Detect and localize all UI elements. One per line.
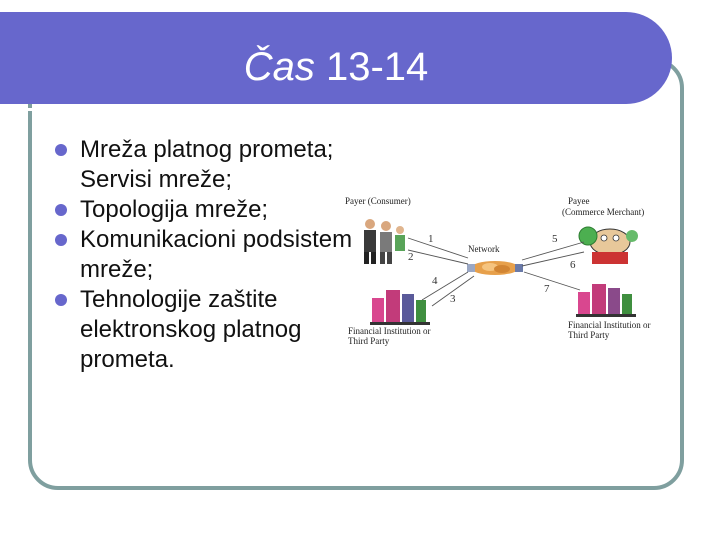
payee-label-line2: (Commerce Merchant): [562, 207, 644, 217]
step-number: 6: [570, 259, 576, 271]
bullet-dot: [55, 234, 67, 246]
consumer-people-icon: [364, 219, 405, 264]
merchant-person-icon: [578, 226, 638, 264]
title-prefix: Čas: [243, 45, 315, 89]
slide-frame: [28, 58, 684, 490]
step-number: 5: [552, 233, 558, 245]
step-number: 4: [432, 275, 438, 287]
bullet-dot: [55, 204, 67, 216]
bullet-text: Tehnologije zaštite elektronskog platnog…: [80, 286, 302, 373]
bullet-dot: [55, 294, 67, 306]
title-bar: Čas 13-14: [0, 12, 672, 111]
fi-left-line1: Financial Institution or: [348, 326, 431, 336]
network-label: Network: [468, 244, 500, 254]
flow-arrows: [407, 237, 585, 307]
step-number: 7: [544, 283, 550, 295]
title-underline: [0, 108, 638, 111]
bullet-item: Topologija mreže;: [55, 195, 380, 225]
payment-network-diagram: Payer (Consumer) Payee (Commerce Merchan…: [345, 196, 651, 346]
bullet-text: Mreža platnog prometa; Servisi mreže;: [80, 136, 334, 193]
fi-right-line1: Financial Institution or: [568, 320, 651, 330]
step-number: 1: [428, 233, 434, 245]
fi-right-line2: Third Party: [568, 330, 610, 340]
fi-left-line2: Third Party: [348, 336, 390, 346]
payee-label-line1: Payee: [568, 196, 590, 206]
bullet-item: Komunikacioni podsistem mreže;: [55, 225, 380, 285]
bank-building-left-icon: [370, 290, 430, 325]
bullet-item: Mreža platnog prometa; Servisi mreže;: [55, 135, 380, 195]
bullet-item: Tehnologije zaštite elektronskog platnog…: [55, 285, 380, 375]
step-number: 3: [450, 293, 456, 305]
title-number: 13-14: [325, 45, 429, 89]
bank-building-right-icon: [576, 284, 636, 317]
bullet-list: Mreža platnog prometa; Servisi mreže; To…: [55, 135, 380, 375]
bullet-text: Komunikacioni podsistem mreže;: [80, 226, 353, 283]
step-number: 2: [408, 251, 414, 263]
bullet-dot: [55, 144, 67, 156]
bullet-text: Topologija mreže;: [80, 196, 269, 223]
payer-label: Payer (Consumer): [345, 196, 411, 206]
handshake-icon: [467, 261, 523, 275]
slide-title: Čas 13-14: [0, 42, 672, 92]
